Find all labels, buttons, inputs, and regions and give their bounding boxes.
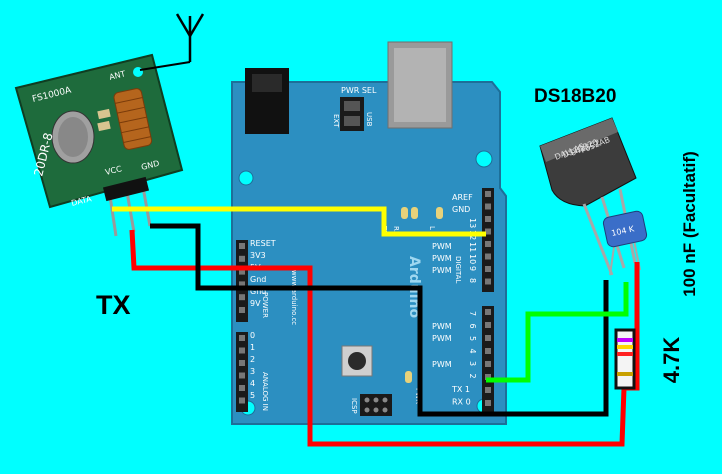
header-pin <box>239 397 245 404</box>
icsp-label: ICSP <box>350 398 358 414</box>
tx-label: TX <box>96 290 131 320</box>
header-pin <box>239 243 245 249</box>
pwm-label: PWM <box>432 266 452 275</box>
power-pin-label: 9V <box>250 299 261 308</box>
header-label: RX 0 <box>452 398 471 407</box>
l-led <box>436 207 443 219</box>
header-label: 4 <box>468 349 477 354</box>
pwr-sel-label: PWR SEL <box>341 86 377 95</box>
header-label: AREF <box>452 193 473 202</box>
analog-pin-label: 5 <box>250 391 255 400</box>
header-pins <box>239 191 491 406</box>
antenna-lead <box>139 61 191 71</box>
signal-wire <box>486 282 629 383</box>
pwm-label: PWM <box>432 334 452 343</box>
header-pin <box>485 374 491 380</box>
pwm-label: PWM <box>432 360 452 369</box>
rx-led-label: RX <box>392 226 400 236</box>
power-pin-label: 3V3 <box>250 251 266 260</box>
inductor-coil <box>113 88 153 150</box>
header-label: 2 <box>468 374 477 379</box>
power-pin-label: RESET <box>250 239 276 248</box>
header-label: GND <box>452 205 470 214</box>
header-pin <box>485 387 491 393</box>
header-pin <box>485 400 491 406</box>
header-pin <box>485 191 491 197</box>
header-pin <box>239 307 245 313</box>
header-label: 9 <box>468 266 477 271</box>
rx-led <box>411 207 418 219</box>
tx-led <box>401 207 408 219</box>
header-pin <box>485 241 491 247</box>
pwm-label: PWM <box>432 242 452 251</box>
header-label: 3 <box>468 361 477 366</box>
header-pin <box>485 361 491 367</box>
header-pin <box>239 281 245 288</box>
data-wire <box>112 206 486 237</box>
analog-pin-label: 2 <box>250 355 255 364</box>
header-pin <box>485 322 491 328</box>
header-pin <box>485 253 491 260</box>
resistor-value: 4.7K <box>659 336 684 384</box>
header-pin <box>485 278 491 285</box>
pull-up-resistor <box>614 328 636 390</box>
power-pin-label: Gnd <box>250 275 266 284</box>
header-label: 5 <box>468 336 477 341</box>
pwm-label: PWM <box>432 254 452 263</box>
header-pin <box>485 335 491 341</box>
capacitor-note: 100 nF (Facultatif) <box>680 151 699 297</box>
vcc-pin-label: VCC <box>104 164 123 177</box>
analog-pin-label: 1 <box>250 343 255 352</box>
ds18b20-sensor <box>539 117 637 276</box>
header-pin <box>239 268 245 275</box>
header-label: 8 <box>468 278 477 283</box>
analog-pin-label: 4 <box>250 379 255 388</box>
header-pin <box>485 216 491 222</box>
header-pin <box>239 372 245 379</box>
header-pin <box>239 255 245 262</box>
header-label: 10 <box>468 254 477 264</box>
header-label: 13 <box>468 218 477 228</box>
power-led <box>405 371 412 383</box>
antenna-pad-label: ANT <box>108 69 126 82</box>
header-pin <box>239 360 245 366</box>
header-pin <box>239 294 245 301</box>
header-label: 7 <box>468 311 477 316</box>
header-label: TX 1 <box>451 385 470 394</box>
gnd-wire <box>150 223 609 417</box>
header-label: 11 <box>468 242 477 252</box>
sensor-name: DS18B20 <box>534 86 617 107</box>
header-pin <box>485 203 491 210</box>
pwm-label: PWM <box>432 322 452 331</box>
header-pin <box>239 385 245 391</box>
header-label: 6 <box>468 324 477 329</box>
gnd-pin-label: GND <box>140 159 160 172</box>
header-pin <box>485 348 491 354</box>
header-pin <box>485 309 491 315</box>
header-pin <box>239 335 245 341</box>
antenna-symbol <box>175 13 205 62</box>
arduino-website: www.arduino.cc <box>290 270 298 325</box>
ext-label: EXT <box>332 114 340 128</box>
header-pin <box>485 228 491 235</box>
header-pin <box>485 266 491 272</box>
rf-transmitter-module <box>14 53 184 237</box>
analog-pin-label: 3 <box>250 367 255 376</box>
icsp-header <box>360 394 392 416</box>
arduino-board <box>231 41 507 425</box>
header-pin <box>239 347 245 354</box>
digital-label: DIGITAL <box>454 256 462 283</box>
power-pin-label: Gnd <box>250 287 266 296</box>
usb-label: USB <box>365 112 373 127</box>
analog-in-label: ANALOG IN <box>261 372 269 411</box>
power-label: POWER <box>261 292 269 318</box>
l-led-label: L <box>428 226 436 230</box>
analog-pin-label: 0 <box>250 331 255 340</box>
